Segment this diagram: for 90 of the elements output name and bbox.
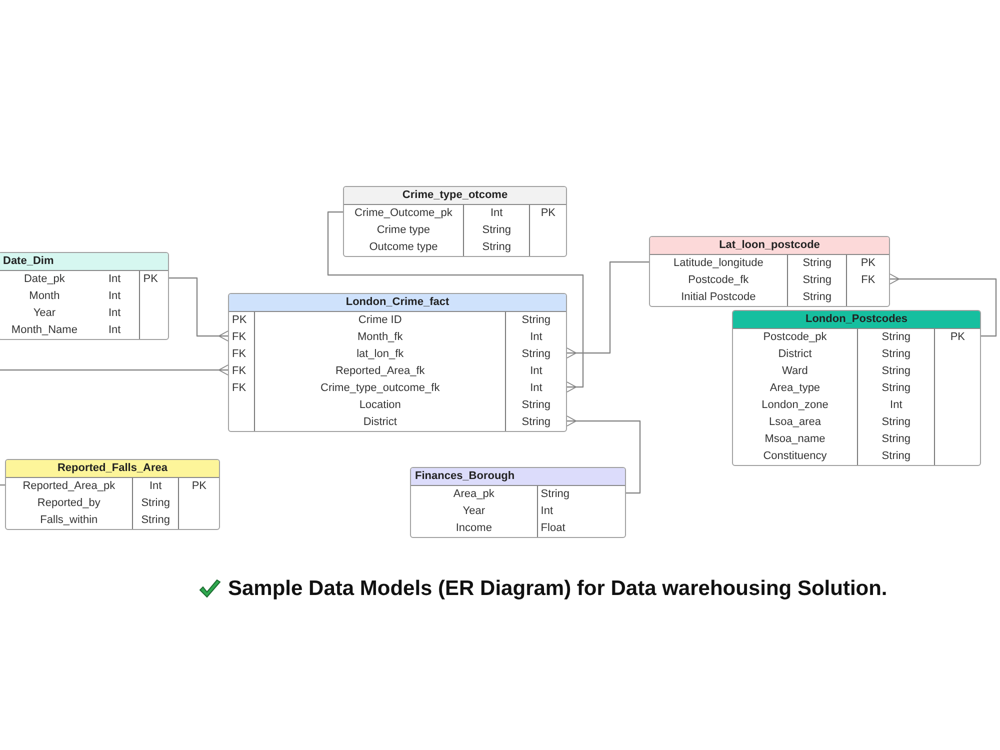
entity-table [410, 467, 626, 538]
table-title: London_Crime_fact [346, 296, 450, 308]
data-type: String [882, 432, 911, 447]
column-name: Reported_Area_fk [335, 364, 425, 379]
data-type: Int [490, 206, 503, 221]
data-type: String [802, 290, 832, 305]
data-type: String [882, 381, 911, 396]
data-type: String [882, 364, 911, 379]
column-name: Month_Name [11, 323, 78, 338]
data-type: Int [530, 364, 542, 379]
column-name: Postcode_pk [763, 330, 827, 345]
data-type: Int [108, 306, 121, 321]
data-type: Int [530, 330, 542, 345]
key-label: FK [232, 330, 246, 345]
caption: Sample Data Models (ER Diagram) for Data warehousing Solution. [228, 577, 888, 601]
column-name: Crime type [376, 223, 430, 238]
table-title: London_Postcodes [805, 313, 908, 325]
table-title: Lat_loon_postcode [719, 239, 820, 251]
data-type: String [802, 256, 832, 271]
data-type: String [141, 496, 170, 511]
column-name: Latitude_longitude [673, 256, 764, 271]
data-type: String [141, 513, 170, 528]
key-label: PK [143, 272, 158, 287]
data-type: Int [108, 289, 121, 304]
column-name: Postcode_fk [688, 273, 749, 288]
key-label: FK [232, 364, 246, 379]
column-name: Month_fk [357, 330, 403, 345]
column-name: Location [359, 398, 401, 413]
column-name: Msoa_name [764, 432, 826, 447]
data-type: String [522, 415, 551, 430]
data-type: String [882, 347, 911, 362]
data-type: String [882, 330, 911, 345]
column-name: Area_type [770, 381, 820, 396]
key-label: PK [950, 330, 966, 345]
relationship-line [0, 364, 228, 376]
key-label: PK [860, 256, 876, 271]
column-name: Year [462, 504, 486, 519]
data-type: String [522, 347, 551, 362]
column-name: Area_pk [453, 487, 494, 502]
entity-table [228, 293, 567, 432]
column-name: Falls_within [40, 513, 98, 528]
data-type: Float [540, 521, 566, 536]
data-type: Int [890, 398, 902, 413]
data-type: String [882, 449, 911, 464]
data-type: String [540, 487, 570, 502]
column-name: Crime_Outcome_pk [354, 206, 452, 221]
column-name: Crime_type_outcome_fk [320, 381, 440, 396]
column-name: Lsoa_area [768, 415, 821, 430]
data-type: Int [540, 504, 554, 519]
table-title: Date_Dim [3, 255, 54, 267]
key-label: PK [232, 313, 247, 328]
column-name: London_zone [762, 398, 828, 413]
column-name: Crime ID [358, 313, 402, 328]
data-type: Int [530, 381, 542, 396]
key-label: PK [192, 479, 207, 494]
column-name: District [363, 415, 397, 430]
data-type: Int [108, 272, 121, 287]
column-name: Constituency [763, 449, 827, 464]
key-label: FK [232, 347, 246, 362]
entity-table [343, 186, 567, 257]
key-label: FK [232, 381, 246, 396]
column-name: Ward [782, 364, 808, 379]
column-name: Date_pk [24, 272, 65, 287]
data-type: String [882, 415, 911, 430]
column-name: Month [29, 289, 60, 304]
data-type: String [482, 240, 511, 255]
entity-table [649, 236, 890, 307]
data-type: String [802, 273, 832, 288]
column-name: District [778, 347, 812, 362]
key-label: FK [861, 273, 876, 288]
key-label: PK [540, 206, 556, 221]
data-type: String [482, 223, 511, 238]
entity-table [5, 459, 220, 530]
table-title: Reported_Falls_Area [57, 462, 168, 474]
entity-table [0, 252, 169, 340]
column-name: Initial Postcode [681, 290, 756, 305]
column-name: Reported_by [37, 496, 100, 511]
column-name: lat_lon_fk [356, 347, 404, 362]
column-name: Year [33, 306, 56, 321]
data-type: String [522, 313, 551, 328]
column-name: Reported_Area_pk [22, 479, 116, 494]
data-type: Int [149, 479, 162, 494]
data-type: String [522, 398, 551, 413]
column-name: Income [456, 521, 492, 536]
relationship-line [0, 484, 5, 486]
column-name: Outcome type [369, 240, 438, 255]
data-type: Int [108, 323, 121, 338]
entity-table [732, 310, 981, 466]
table-title: Finances_Borough [415, 470, 515, 482]
table-title: Crime_type_otcome [402, 189, 508, 201]
